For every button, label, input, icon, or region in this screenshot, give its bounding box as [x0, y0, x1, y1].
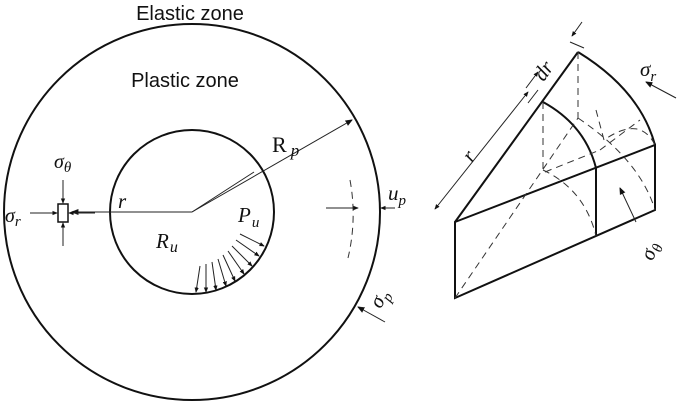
- sigma-p-label: σp: [364, 284, 397, 313]
- sigma-theta-label: σθ: [54, 151, 72, 176]
- dr-arrow-1: [525, 72, 538, 89]
- element-sigma-r-label: σr: [640, 57, 656, 85]
- elastic-zone-label: Elastic zone: [136, 3, 244, 25]
- plastic-zone-label: Plastic zone: [131, 70, 239, 92]
- r-label: r: [118, 189, 127, 213]
- elastic-plastic-boundary-circle: [3, 23, 381, 401]
- excavation-radius-line: [191, 171, 255, 213]
- displaced-boundary-dashed-arc: [347, 179, 354, 259]
- sigma-r-label: σr: [5, 205, 21, 230]
- dr-label: dr: [528, 55, 559, 85]
- ru-label: Ru: [155, 229, 178, 256]
- dr-ext-2: [569, 41, 585, 49]
- sigma-p-arrow: [358, 307, 386, 323]
- element-inner-arc: [542, 101, 597, 169]
- dr-arrow-2: [572, 21, 583, 36]
- element-sigma-theta-label: σθ: [635, 238, 667, 264]
- element-sigma-theta-arrow: [620, 188, 637, 223]
- stress-element: [57, 203, 69, 223]
- element-r-dimension: [435, 92, 528, 209]
- pu-label: Pu: [237, 203, 259, 231]
- dr-ext-1: [527, 89, 539, 104]
- plastic-radius-arrow: [191, 120, 352, 213]
- support-pressure-arrows: [196, 233, 264, 292]
- up-label: up: [388, 181, 407, 209]
- element-sigma-r-arrow: [646, 82, 677, 99]
- element-front-face: [454, 143, 656, 300]
- element-3d: [454, 51, 656, 300]
- element-outer-arc: [577, 51, 656, 146]
